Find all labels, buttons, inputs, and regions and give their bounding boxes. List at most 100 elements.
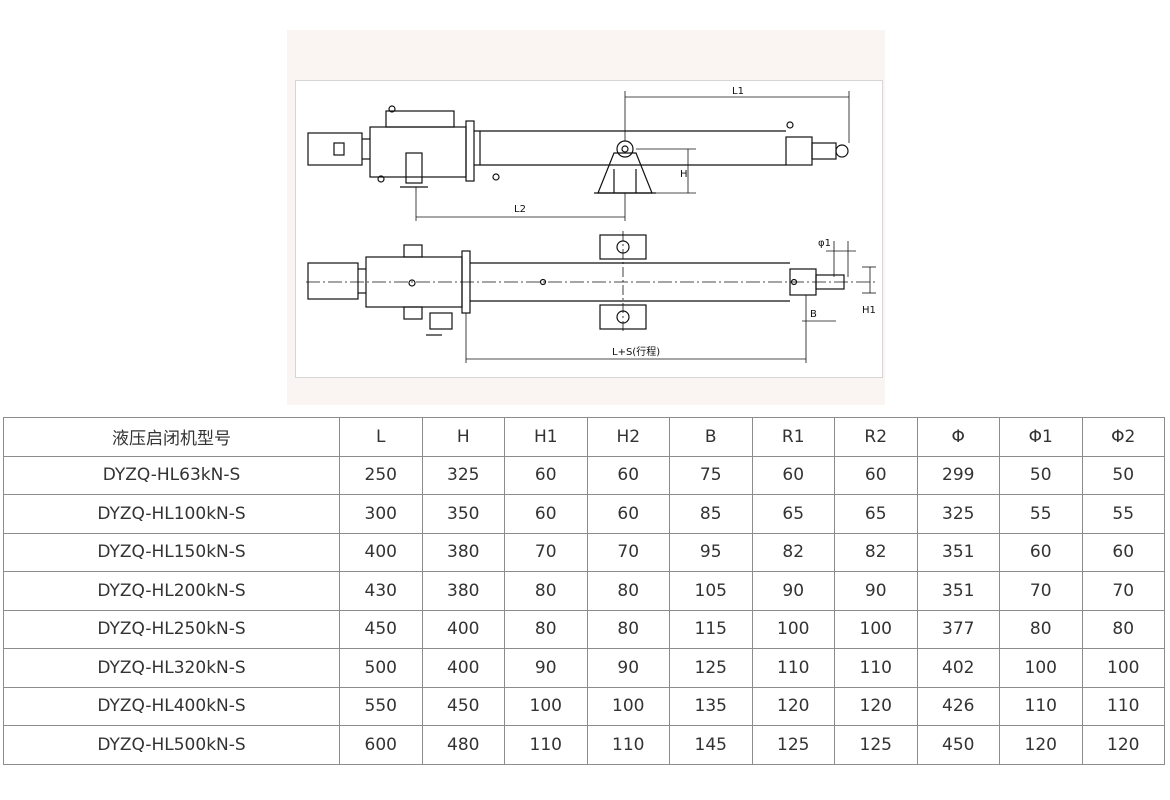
value-cell: 60 <box>1081 532 1165 572</box>
value-cell: 377 <box>916 609 1000 649</box>
value-cell: 380 <box>421 532 505 572</box>
value-cell: 60 <box>504 455 588 495</box>
value-cell: 110 <box>751 648 835 688</box>
header-h1: H1 <box>504 417 588 457</box>
value-cell: 380 <box>421 571 505 611</box>
value-cell: 110 <box>999 686 1083 726</box>
value-cell: 250 <box>339 455 423 495</box>
value-cell: 450 <box>339 609 423 649</box>
dim-b: B <box>810 309 817 320</box>
value-cell: 325 <box>421 455 505 495</box>
value-cell: 110 <box>586 725 670 765</box>
value-cell: 125 <box>751 725 835 765</box>
model-cell: DYZQ-HL100kN-S <box>3 494 340 534</box>
value-cell: 480 <box>421 725 505 765</box>
value-cell: 145 <box>669 725 753 765</box>
value-cell: 90 <box>586 648 670 688</box>
value-cell: 600 <box>339 725 423 765</box>
value-cell: 426 <box>916 686 1000 726</box>
value-cell: 120 <box>999 725 1083 765</box>
value-cell: 105 <box>669 571 753 611</box>
value-cell: 80 <box>504 609 588 649</box>
value-cell: 115 <box>669 609 753 649</box>
value-cell: 55 <box>999 494 1083 534</box>
value-cell: 60 <box>834 455 918 495</box>
value-cell: 100 <box>751 609 835 649</box>
value-cell: 82 <box>751 532 835 572</box>
hydraulic-hoist-drawing: L1 L2 H <box>306 86 876 363</box>
value-cell: 500 <box>339 648 423 688</box>
value-cell: 95 <box>669 532 753 572</box>
header-phi2: Φ2 <box>1081 417 1165 457</box>
value-cell: 430 <box>339 571 423 611</box>
dim-l1: L1 <box>732 86 744 97</box>
value-cell: 325 <box>916 494 1000 534</box>
dim-h1: H1 <box>862 305 876 316</box>
value-cell: 90 <box>834 571 918 611</box>
value-cell: 450 <box>916 725 1000 765</box>
value-cell: 300 <box>339 494 423 534</box>
trunnion-support <box>597 152 653 194</box>
value-cell: 402 <box>916 648 1000 688</box>
header-b: B <box>669 417 753 457</box>
dim-l2: L2 <box>514 204 526 215</box>
value-cell: 75 <box>669 455 753 495</box>
model-cell: DYZQ-HL63kN-S <box>3 455 340 495</box>
value-cell: 55 <box>1081 494 1165 534</box>
value-cell: 80 <box>999 609 1083 649</box>
model-cell: DYZQ-HL150kN-S <box>3 532 340 572</box>
dim-stroke: L+S(行程) <box>612 345 660 358</box>
value-cell: 50 <box>1081 455 1165 495</box>
value-cell: 110 <box>1081 686 1165 726</box>
value-cell: 351 <box>916 571 1000 611</box>
motor-side <box>307 132 363 166</box>
value-cell: 450 <box>421 686 505 726</box>
model-cell: DYZQ-HL400kN-S <box>3 686 340 726</box>
value-cell: 400 <box>421 648 505 688</box>
header-model: 液压启闭机型号 <box>3 417 340 457</box>
value-cell: 550 <box>339 686 423 726</box>
value-cell: 135 <box>669 686 753 726</box>
value-cell: 60 <box>504 494 588 534</box>
value-cell: 60 <box>999 532 1083 572</box>
header-l: L <box>339 417 423 457</box>
value-cell: 80 <box>504 571 588 611</box>
header-h: H <box>421 417 505 457</box>
value-cell: 100 <box>834 609 918 649</box>
value-cell: 90 <box>504 648 588 688</box>
value-cell: 50 <box>999 455 1083 495</box>
header-r1: R1 <box>751 417 835 457</box>
value-cell: 100 <box>504 686 588 726</box>
value-cell: 85 <box>669 494 753 534</box>
value-cell: 82 <box>834 532 918 572</box>
value-cell: 120 <box>751 686 835 726</box>
value-cell: 125 <box>834 725 918 765</box>
value-cell: 400 <box>421 609 505 649</box>
valve-block-side <box>369 126 467 178</box>
value-cell: 65 <box>834 494 918 534</box>
model-cell: DYZQ-HL500kN-S <box>3 725 340 765</box>
value-cell: 65 <box>751 494 835 534</box>
value-cell: 80 <box>1081 609 1165 649</box>
header-phi: Φ <box>916 417 1000 457</box>
value-cell: 90 <box>751 571 835 611</box>
drawing-panel: L1 L2 H <box>287 30 885 405</box>
value-cell: 60 <box>586 455 670 495</box>
value-cell: 60 <box>751 455 835 495</box>
value-cell: 80 <box>586 609 670 649</box>
value-cell: 120 <box>834 686 918 726</box>
value-cell: 400 <box>339 532 423 572</box>
header-r2: R2 <box>834 417 918 457</box>
value-cell: 299 <box>916 455 1000 495</box>
value-cell: 351 <box>916 532 1000 572</box>
value-cell: 70 <box>999 571 1083 611</box>
value-cell: 100 <box>999 648 1083 688</box>
